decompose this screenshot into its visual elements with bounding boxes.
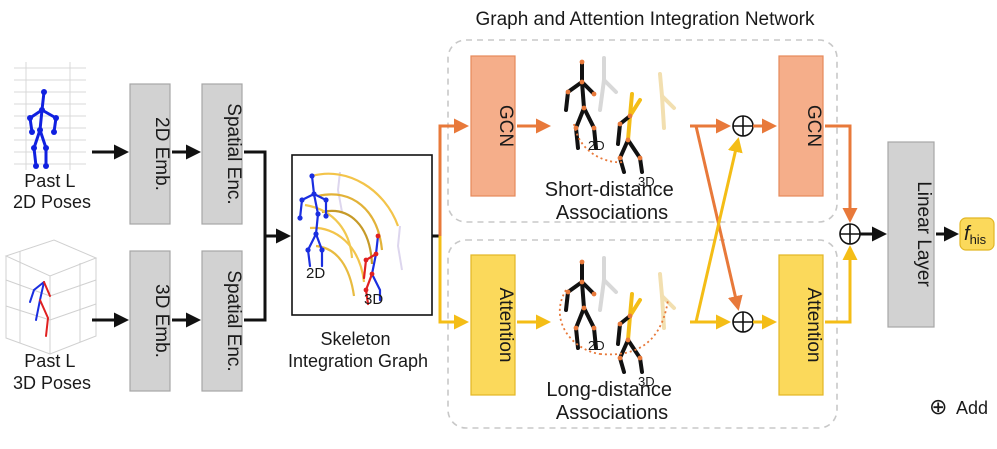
attention-box-1 xyxy=(470,254,516,396)
skeleton-label-3d: 3D xyxy=(364,291,383,308)
output-f-his-box xyxy=(959,217,995,251)
long-label-2d: 2D xyxy=(588,338,605,353)
diagram-title: Graph and Attention Integration Network xyxy=(475,9,815,30)
emb-3d-label: 3D Emb. xyxy=(151,284,172,358)
attention-label-1: Attention xyxy=(495,288,516,363)
add-node-top xyxy=(732,115,754,137)
svg-text:Long-distance Associations: Long-distance Associations xyxy=(546,379,677,424)
skeleton-caption-line2: Integration Graph xyxy=(288,351,428,371)
emb-3d-box xyxy=(129,250,171,392)
add-node-final xyxy=(839,223,861,245)
past-3d-label-line2: 3D Poses xyxy=(13,373,91,393)
svg-text:Skeleton Integration Graph: Skeleton Integration Graph xyxy=(288,329,428,371)
short-label-2d: 2D xyxy=(588,138,605,153)
arrow-attention2-to-final-add xyxy=(825,245,858,324)
gcn-box-2 xyxy=(778,55,824,197)
attention-box-2 xyxy=(778,254,824,396)
linear-layer-label: Linear Layer xyxy=(913,181,934,287)
long-label-3d: 3D xyxy=(638,374,655,389)
svg-text:fhis: fhis xyxy=(964,223,987,247)
cross-yellow-arrow xyxy=(694,137,743,323)
past-2d-label-line1: Past L xyxy=(24,171,75,191)
gcn-label-2: GCN xyxy=(803,105,824,147)
arrow-gcn2-to-final-add xyxy=(825,124,858,223)
emb-2d-label: 2D Emb. xyxy=(151,117,172,191)
short-distance-line2: Associations xyxy=(556,202,668,224)
gcn-box-1 xyxy=(470,55,516,197)
emb-2d-box xyxy=(129,83,171,225)
long-distance-line2: Associations xyxy=(556,402,668,424)
svg-text:Past L 3D Poses: Past L 3D Poses xyxy=(13,351,91,393)
short-distance-container xyxy=(447,39,838,223)
past-2d-label-line2: 2D Poses xyxy=(13,192,91,212)
spatial-enc-2d-box xyxy=(201,83,243,225)
spatial-enc-3d-label: Spatial Enc. xyxy=(223,270,244,371)
attention-label-2: Attention xyxy=(803,288,824,363)
merge-connector xyxy=(244,150,288,322)
skeleton-caption-line1: Skeleton xyxy=(320,329,390,349)
svg-text:Past L 2D Poses: Past L 2D Poses xyxy=(13,171,91,212)
short-distance-illustration xyxy=(564,56,676,174)
past-3d-pose-image xyxy=(4,239,98,355)
output-his-subscript: his xyxy=(970,232,987,247)
arrow-split-to-attention xyxy=(438,236,469,330)
spatial-enc-2d-label: Spatial Enc. xyxy=(223,103,244,204)
past-3d-label-line1: Past L xyxy=(24,351,75,371)
cross-orange-arrow xyxy=(694,125,743,311)
skeleton-graph-image xyxy=(297,171,403,306)
add-node-bottom xyxy=(732,311,754,333)
short-distance-line1: Short-distance xyxy=(545,179,674,201)
legend-add-label: Add xyxy=(956,398,988,418)
short-label-3d: 3D xyxy=(638,174,655,189)
skeleton-label-2d: 2D xyxy=(306,265,325,282)
long-distance-line1: Long-distance xyxy=(546,379,672,401)
legend-add-symbol: ⊕ xyxy=(929,394,947,419)
long-distance-illustration xyxy=(558,256,676,374)
arrow-split-to-gcn xyxy=(438,118,469,236)
long-distance-container xyxy=(447,239,838,429)
spatial-enc-3d-box xyxy=(201,250,243,392)
gcn-label-1: GCN xyxy=(495,105,516,147)
output-f-symbol: f xyxy=(964,223,972,245)
svg-text:Short-distance Association: Short-distance Associations xyxy=(545,179,680,224)
linear-layer-box xyxy=(887,141,935,328)
past-2d-pose-image xyxy=(14,62,86,170)
